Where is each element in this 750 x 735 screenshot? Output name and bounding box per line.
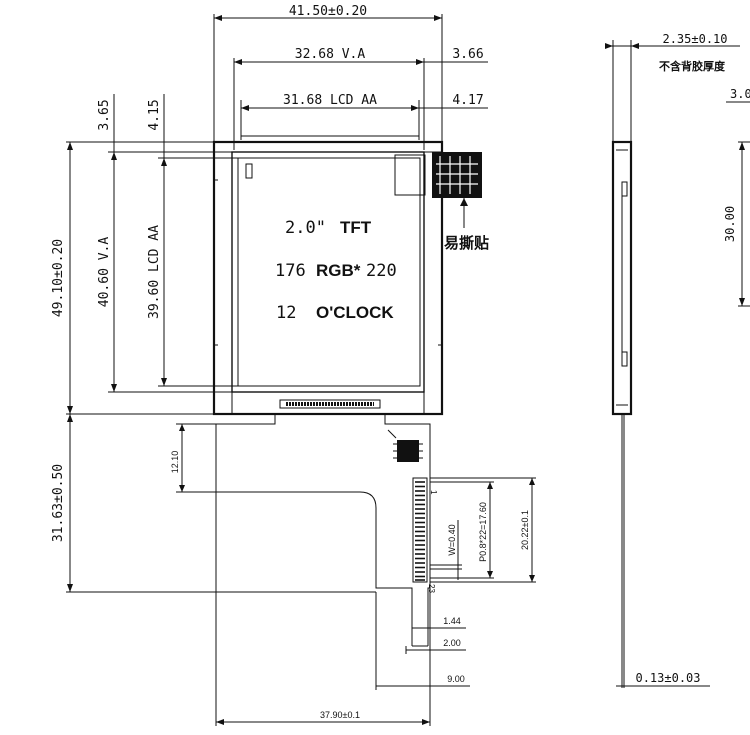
dim-pin-pos-3: 9.00 bbox=[447, 674, 465, 684]
side-view: 2.35±0.10 不含背胶厚度 3.0 30.00 0.13±0.03 bbox=[605, 32, 750, 688]
pin-dimensions: 20.22±0.1 P0.8*22=17.60 W=0.40 bbox=[430, 477, 536, 583]
dim-outline-height: 49.10±0.20 bbox=[51, 239, 66, 317]
pin-last-label: 23 bbox=[427, 584, 436, 593]
lcd-active-area bbox=[237, 157, 421, 387]
pin-first-label: 1 bbox=[429, 490, 438, 495]
screen-res-w: 176 bbox=[275, 261, 306, 281]
dim-aa-width: 31.68 LCD AA bbox=[283, 93, 377, 108]
dim-top-margin-aa: 4.15 bbox=[147, 99, 162, 130]
dim-pin-width: W=0.40 bbox=[447, 524, 457, 555]
dim-outline-width: 41.50±0.20 bbox=[289, 4, 367, 19]
dim-side-height: 30.00 bbox=[723, 206, 737, 242]
dim-pins-total: 20.22±0.1 bbox=[520, 510, 530, 550]
dim-fpc-width: 37.90±0.1 bbox=[320, 710, 360, 720]
dim-pin-pos-2: 2.00 bbox=[443, 638, 461, 648]
dim-pin-pos-1: 1.44 bbox=[443, 616, 461, 626]
tear-tab-label: 易撕贴 bbox=[444, 234, 489, 252]
screen-res-mid: RGB* bbox=[316, 261, 361, 280]
dim-va-height: 40.60 V.A bbox=[97, 237, 112, 308]
dim-fpc-thickness: 0.13±0.03 bbox=[635, 671, 700, 685]
dim-top-margin-va: 3.65 bbox=[97, 99, 112, 130]
dim-pitch: P0.8*22=17.60 bbox=[478, 502, 488, 562]
dim-thickness: 2.35±0.10 bbox=[662, 32, 727, 46]
left-dimensions: 49.10±0.20 40.60 V.A 39.60 LCD AA 3.65 4… bbox=[51, 94, 376, 593]
screen-type: TFT bbox=[340, 218, 372, 237]
screen-text: 2.0" TFT 176 RGB* 220 12 O'CLOCK bbox=[275, 218, 397, 323]
dim-fpc-step: 12.10 bbox=[170, 451, 180, 474]
fpc-cable: 1 23 bbox=[215, 414, 438, 647]
screen-clock-num: 12 bbox=[276, 303, 296, 323]
tear-tab: 易撕贴 bbox=[394, 152, 489, 252]
dim-fpc-length: 31.63±0.50 bbox=[51, 464, 66, 542]
dim-aa-height: 39.60 LCD AA bbox=[147, 225, 162, 319]
dim-thickness-note: 不含背胶厚度 bbox=[659, 59, 726, 73]
dim-va-width: 32.68 V.A bbox=[295, 47, 366, 62]
dim-aa-right-margin: 4.17 bbox=[452, 93, 483, 108]
screen-res-h: 220 bbox=[366, 261, 397, 281]
module-outline bbox=[212, 140, 444, 416]
top-dimensions: 41.50±0.20 32.68 V.A 3.66 31.68 LCD AA 4… bbox=[213, 4, 488, 150]
screen-clock-word: O'CLOCK bbox=[316, 303, 394, 322]
bottom-dimensions: 37.90±0.1 9.00 2.00 1.44 bbox=[215, 492, 470, 726]
screen-size: 2.0" bbox=[285, 218, 326, 238]
dim-va-right-margin: 3.66 bbox=[452, 47, 483, 62]
dim-side-partial: 3.0 bbox=[730, 87, 750, 101]
